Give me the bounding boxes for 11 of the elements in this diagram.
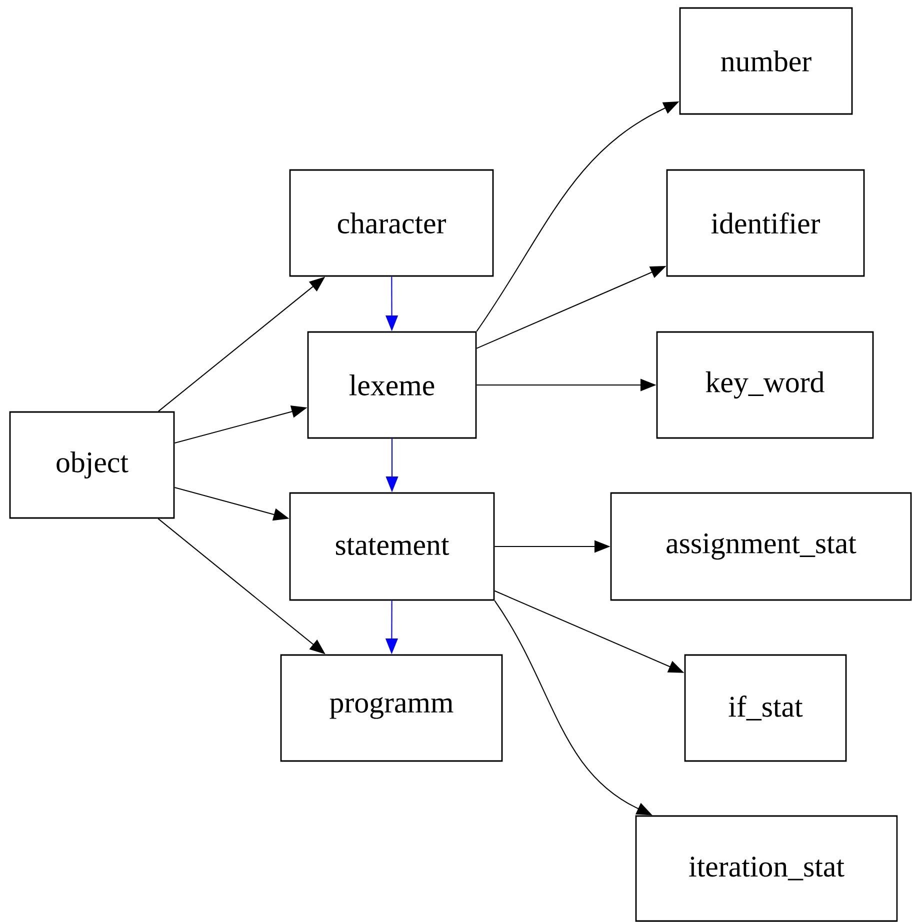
process-box: identifier xyxy=(666,169,865,277)
process-box: lexeme xyxy=(307,331,477,439)
process-box: object xyxy=(9,411,175,519)
process-box: programm xyxy=(280,654,503,762)
process-box: if_stat xyxy=(684,654,847,762)
process-box: iteration_stat xyxy=(635,815,898,922)
process-box: character xyxy=(289,169,494,277)
process-box: key_word xyxy=(656,331,874,439)
process-box: statement xyxy=(289,492,495,601)
process-box: assignment_stat xyxy=(610,492,912,601)
process-box: number xyxy=(679,7,853,115)
